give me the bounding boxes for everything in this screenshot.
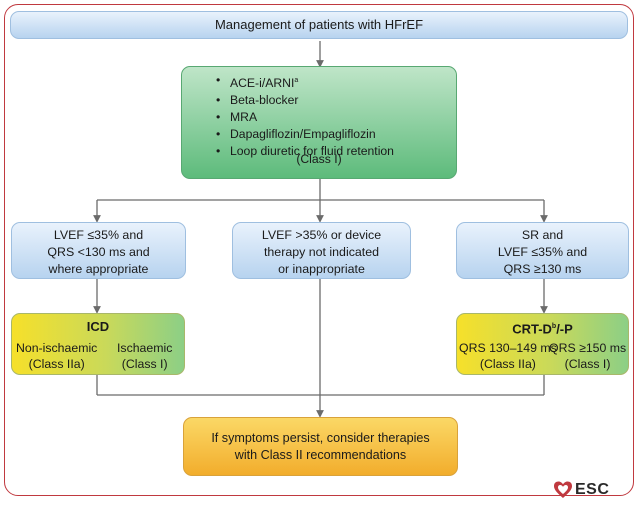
drug-item: MRA [216,109,456,126]
diagram-title: Management of patients with HFrEF [214,17,424,32]
icd-non-ischaemic-label: Non-ischaemic [16,341,98,355]
symptoms-line: If symptoms persist, consider therapies [211,431,430,445]
arni-superscript: a [294,77,299,84]
criteria-line: or inappropriate [278,262,365,276]
criteria-line: LVEF ≤35% and [497,245,588,259]
crt-qrs-high-label: QRS ≥150 ms [549,341,627,355]
criteria-box-middle: LVEF >35% or device therapy not indicate… [232,222,411,279]
drug-item: Dapagliflozin/Empagliflozin [216,126,456,143]
drug-item: Beta-blocker [216,92,456,109]
diagram-frame [4,4,634,496]
crt-title: CRT-Db/-P [512,321,573,337]
criteria-box-left: LVEF ≤35% and QRS <130 ms and where appr… [11,222,186,279]
drug-item: Loop diuretic for fluid retention [216,143,456,160]
crt-qrs-high-class: (Class I) [564,357,611,371]
drug-class-label: (Class I) [296,152,342,166]
crt-box: CRT-Db/-P QRS 130–149 ms (Class IIa) QRS… [456,313,629,375]
heart-icon [554,481,572,498]
icd-title: ICD [86,319,110,334]
crt-qrs-low-label: QRS 130–149 ms [459,341,557,355]
icd-box: ICD Non-ischaemic (Class IIa) Ischaemic … [11,313,185,375]
symptoms-line: with Class II recommendations [234,448,407,462]
icd-non-ischaemic-class: (Class IIa) [28,357,85,371]
criteria-line: SR and [521,228,564,242]
drug-item: ACE-i/ARNIa [216,72,456,92]
criteria-line: LVEF >35% or device [261,228,382,242]
icd-ischaemic-class: (Class I) [121,357,168,371]
drug-list: ACE-i/ARNIa Beta-blocker MRA Dapaglifloz… [216,72,456,160]
icd-non-ischaemic: Non-ischaemic (Class IIa) [16,340,97,372]
crt-qrs-low-class: (Class IIa) [479,357,536,371]
crt-qrs-high: QRS ≥150 ms (Class I) [549,340,626,372]
crt-qrs-low: QRS 130–149 ms (Class IIa) [459,340,557,372]
criteria-line: where appropriate [48,262,149,276]
esc-logo: ESC [553,479,633,501]
criteria-line: QRS ≥130 ms [503,262,582,276]
criteria-line: therapy not indicated [263,245,380,259]
icd-ischaemic: Ischaemic (Class I) [117,340,172,372]
drug-therapy-box: ACE-i/ARNIa Beta-blocker MRA Dapaglifloz… [181,66,457,179]
symptoms-persist-box: If symptoms persist, consider therapies … [183,417,458,476]
title-box: Management of patients with HFrEF [10,11,628,39]
criteria-box-right: SR and LVEF ≤35% and QRS ≥130 ms [456,222,629,279]
esc-logo-text: ESC [575,481,610,498]
criteria-line: LVEF ≤35% and [53,228,144,242]
criteria-line: QRS <130 ms and [47,245,150,259]
icd-ischaemic-label: Ischaemic [117,341,173,355]
